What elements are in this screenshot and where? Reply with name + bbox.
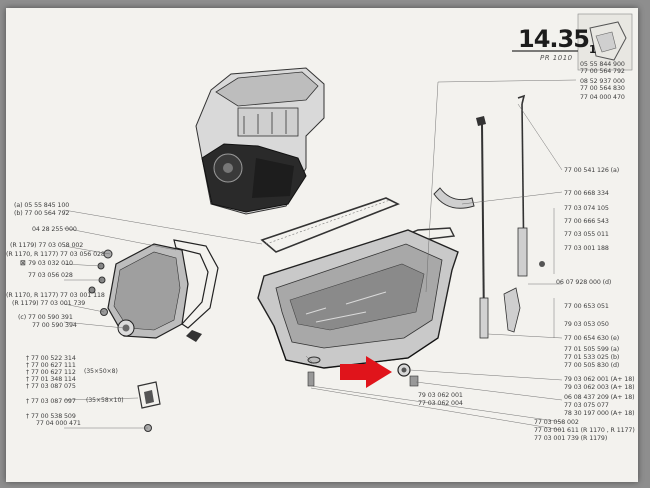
part-number-label: (R 1179) 77 03 001 739 [12,300,86,307]
part-number-label: 77 03 055 011 [564,231,609,238]
part-number-label: 77 03 074 105 [564,205,609,212]
part-number-label: 77 01 533 025 (b) [564,354,620,361]
part-number-label: ⊠ 79 03 032 010 [20,259,73,268]
part-number-label: 77 00 541 126 (a) [564,167,620,174]
part-number-label: (R 1179) 77 03 058 002 [10,242,84,249]
part-number-label: 77 03 001 611 (R 1170 , R 1177) [534,427,635,434]
part-number-label: 06 07 928 000 (d) [556,279,612,286]
bolts-small-parts [88,249,161,432]
part-number-label: † 77 01 348 114 [26,376,76,383]
part-number-label: (R 1170, R 1177) 77 03 001 118 [6,292,105,299]
part-number-label: 06 08 437 209 (A+ 18) [564,394,635,401]
section-thumbnail [577,13,633,71]
part-number-label: 79 03 062 001 [418,392,463,399]
part-number-label: 08 52 937 000 [580,78,625,85]
rear-seal-gasket [433,187,475,209]
part-number-label: † 77 00 538 509 [26,413,76,420]
part-number-label: 79 03 053 050 [564,321,609,328]
part-number-label: 77 03 062 004 [418,400,463,407]
part-number-label: 77 04 000 471 [36,420,81,427]
part-number-label: 79 03 062 001 (A+ 18) [564,376,635,383]
part-number-label: † 77 03 087 097 [26,398,76,405]
part-number-label: 77 00 564 792 [580,68,625,75]
part-number-label: 77 04 000 470 [580,94,625,101]
part-number-label: 77 00 668 334 [564,190,609,197]
page-number: 14.351 [518,25,597,56]
dimension-bracket: (35×50×8) [84,368,118,375]
part-number-label: 77 03 056 028 [28,272,73,279]
part-number-label: 05 55 844 900 [580,61,625,68]
part-number-label: 77 03 001 739 (R 1179) [534,435,608,442]
dipstick-tube-illustration [476,94,545,339]
part-number-label: 78 30 197 000 (A+ 18) [564,410,635,417]
part-number-label: (R 1170, R 1177) 77 03 056 028 [6,251,105,258]
part-number-label: † 77 00 627 112 [26,369,76,376]
oil-pan-gasket [260,197,400,253]
part-number-label: 77 00 654 630 (e) [564,335,620,342]
engine-block-illustration [195,67,325,215]
part-number-label: 77 01 505 599 (a) [564,346,620,353]
part-number-label: (a) 05 55 845 100 [14,202,70,209]
part-number-label: 77 03 075 077 [564,402,609,409]
oil-pan-illustration [257,229,459,369]
part-number-label: 77 00 590 394 [32,322,77,329]
part-number-label: † 77 03 087 075 [26,383,76,390]
part-number-label: 77 00 666 543 [564,218,609,225]
page-code: PR 1010 [540,54,573,62]
part-number-label: 77 00 505 830 (d) [564,362,620,369]
part-number-label: 77 00 653 051 [564,303,609,310]
exploded-parts-diagram [63,13,633,432]
part-number-label: (c) 77 00 590 391 [18,314,73,321]
part-number-label: (b) 77 00 564 792 [14,210,70,217]
dimension-bracket: (35×58×10) [86,397,124,404]
highlight-arrow [340,356,392,388]
part-number-label: 77 03 001 188 [564,245,609,252]
part-number-label: 77 03 058 002 [534,419,579,426]
part-number-label: † 77 00 627 111 [26,362,76,369]
part-number-label: 79 03 062 003 (A+ 18) [564,384,635,391]
leader-lines [63,79,577,431]
catalog-page: 14.351 PR 1010 05 55 844 900 77 00 564 7… [6,8,638,482]
part-number-label: † 77 00 522 314 [26,355,76,362]
timing-cover-illustration [107,239,219,342]
part-number-label: 04 28 255 000 [32,226,77,233]
part-number-label: 77 00 564 830 [580,85,625,92]
